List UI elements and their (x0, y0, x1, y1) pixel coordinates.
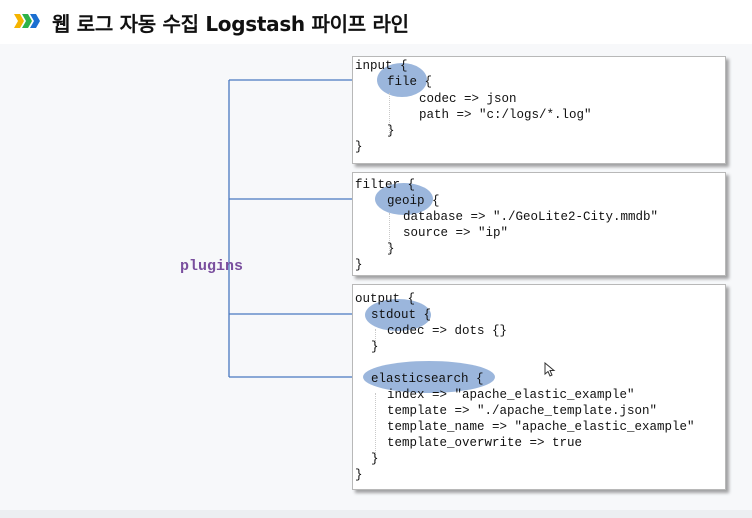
page-title: 웹 로그 자동 수집 Logstash 파이프 라인 (52, 12, 409, 36)
chevron-arrows-icon (14, 14, 40, 28)
output-open: output { (355, 292, 416, 306)
file-plugin-close: } (387, 124, 395, 138)
file-plugin-open: file { (387, 75, 433, 89)
stdout-plugin-close: } (371, 340, 379, 354)
filter-config-box: filter { geoip { database => "./GeoLite2… (352, 172, 726, 276)
code-line: source => "ip" (403, 226, 509, 240)
code-line: database => "./GeoLite2-City.mmdb" (403, 210, 659, 224)
title-bar: 웹 로그 자동 수집 Logstash 파이프 라인 (0, 0, 752, 44)
bottom-strip (0, 510, 752, 518)
code-line: index => "apache_elastic_example" (387, 388, 635, 402)
mouse-cursor-icon (544, 362, 556, 377)
geoip-plugin-close: } (387, 242, 395, 256)
filter-open: filter { (355, 178, 416, 192)
code-line: template_overwrite => true (387, 436, 583, 450)
indent-guide (389, 213, 390, 253)
indent-guide (389, 93, 390, 137)
stdout-plugin-highlight (365, 299, 431, 331)
elasticsearch-plugin-open: elasticsearch { (371, 372, 484, 386)
indent-guide (375, 393, 376, 463)
code-line: codec => dots {} (387, 324, 508, 338)
input-config-box: input { file { codec => json path => "c:… (352, 56, 726, 164)
filter-close: } (355, 258, 363, 272)
input-open: input { (355, 59, 408, 73)
elasticsearch-plugin-highlight (363, 361, 495, 393)
code-line: template => "./apache_template.json" (387, 404, 658, 418)
input-close: } (355, 140, 363, 154)
geoip-plugin-open: geoip { (387, 194, 440, 208)
stdout-plugin-open: stdout { (371, 308, 432, 322)
elasticsearch-plugin-close: } (371, 452, 379, 466)
code-line: codec => json (419, 92, 517, 106)
output-config-box: output { stdout { codec => dots {} } ela… (352, 284, 726, 490)
file-plugin-highlight (377, 63, 427, 97)
code-line: template_name => "apache_elastic_example… (387, 420, 695, 434)
indent-guide (375, 329, 376, 349)
output-close: } (355, 468, 363, 482)
plugins-label: plugins (180, 258, 244, 275)
code-line: path => "c:/logs/*.log" (419, 108, 592, 122)
geoip-plugin-highlight (375, 183, 433, 215)
